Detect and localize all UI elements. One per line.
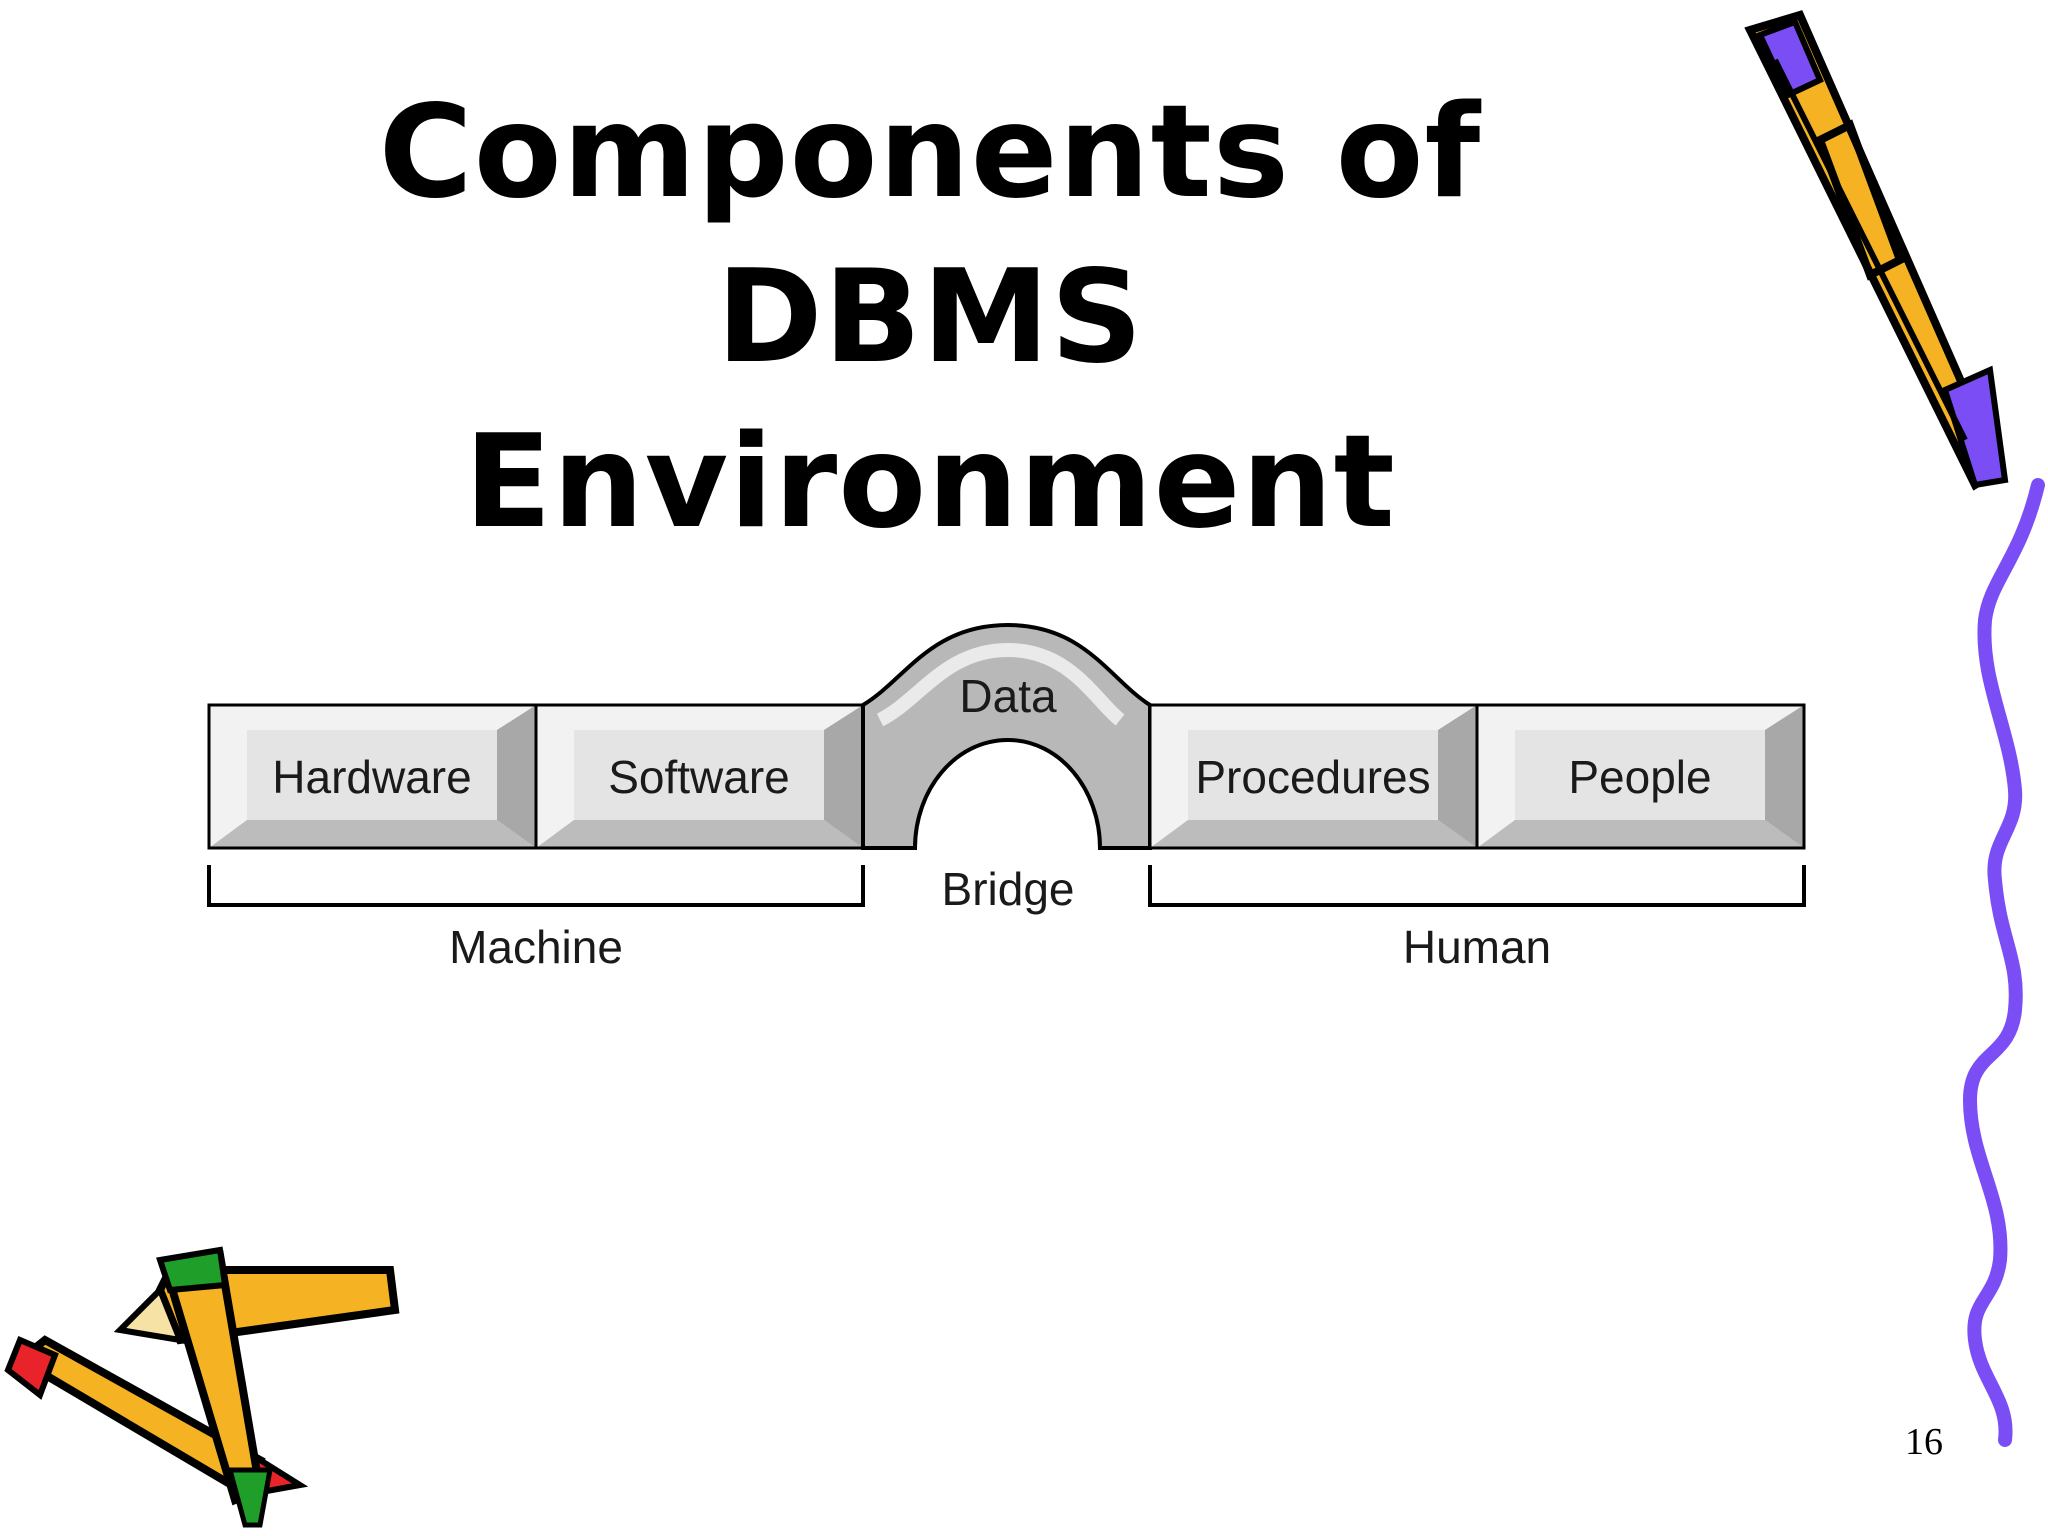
crossed-pencils-icon: [4, 1246, 400, 1528]
box-label-people: People: [1568, 751, 1711, 803]
wavy-line-decoration: [1962, 478, 2045, 1447]
slide-title: Components of DBMS Environment: [200, 70, 1660, 565]
box-label-data: Data: [959, 670, 1057, 722]
title-line-1: Components of DBMS: [378, 78, 1482, 392]
title-line-2: Environment: [464, 408, 1396, 557]
data-bridge-arch: Data: [861, 622, 1152, 850]
group-label-machine: Machine: [449, 921, 623, 973]
box-label-procedures: Procedures: [1195, 751, 1430, 803]
pencil-icon: [1744, 10, 2009, 491]
group-label-bridge: Bridge: [942, 863, 1075, 915]
component-box-procedures: Procedures: [1148, 703, 1479, 850]
component-box-hardware: Hardware: [207, 703, 538, 850]
human-bracket: [1148, 865, 1806, 907]
box-label-hardware: Hardware: [272, 751, 471, 803]
page-number: 16: [1905, 1421, 1943, 1463]
group-label-human: Human: [1403, 921, 1551, 973]
machine-bracket: [207, 865, 865, 907]
component-box-software: Software: [534, 703, 865, 850]
box-label-software: Software: [608, 751, 790, 803]
component-box-people: People: [1475, 703, 1806, 850]
